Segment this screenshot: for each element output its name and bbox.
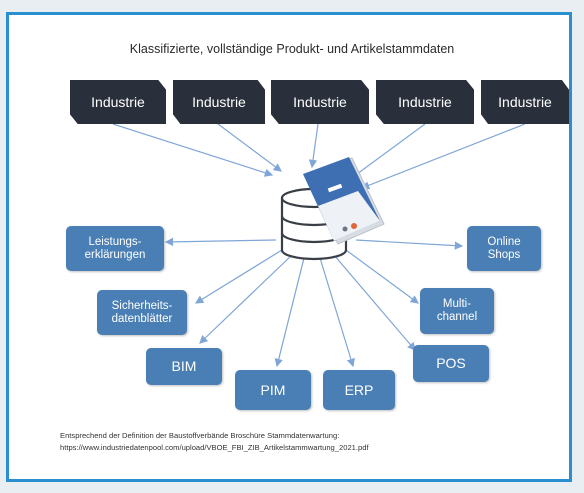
- arrow-online-shops: [355, 239, 464, 250]
- arrow-industrie-4: [352, 123, 426, 178]
- arrow-pos: [333, 254, 416, 351]
- industrie-box-5: Industrie: [481, 80, 569, 124]
- box-pim: PIM: [235, 370, 311, 410]
- industrie-label: Industrie: [91, 94, 145, 110]
- brochure-icon: [303, 157, 385, 245]
- box-label: POS: [436, 355, 466, 371]
- arrow-industrie-5: [360, 123, 526, 190]
- box-label: PIM: [260, 381, 286, 398]
- box-sicherheitsdatenblaetter: Sicherheits- datenblätter: [97, 290, 187, 335]
- arrow-erp: [319, 257, 355, 368]
- arrow-leistungs: [164, 237, 277, 247]
- source-note: Entsprechend der Definition der Baustoff…: [60, 430, 560, 454]
- arrow-industrie-3: [308, 123, 319, 169]
- box-label: BIM: [171, 358, 197, 374]
- industrie-label: Industrie: [192, 94, 246, 110]
- industrie-label: Industrie: [293, 94, 347, 110]
- arrow-multichannel: [345, 249, 419, 304]
- arrow-pim: [274, 257, 305, 368]
- industrie-box-1: Industrie: [70, 80, 166, 124]
- box-leistungserklaerungen: Leistungs- erklärungen: [66, 226, 164, 271]
- industrie-box-4: Industrie: [376, 80, 474, 124]
- box-pos: POS: [413, 345, 489, 382]
- industrie-box-3: Industrie: [271, 80, 369, 124]
- box-label: Leistungs- erklärungen: [84, 235, 146, 261]
- arrow-industrie-1: [112, 123, 274, 177]
- box-label: Online Shops: [487, 235, 521, 261]
- box-label: ERP: [344, 381, 374, 398]
- industrie-box-2: Industrie: [173, 80, 265, 124]
- arrow-bim: [199, 254, 293, 344]
- arrow-industrie-2: [217, 123, 282, 172]
- source-url: https://www.industriedatenpool.com/uploa…: [60, 443, 369, 452]
- box-bim: BIM: [146, 348, 222, 385]
- box-online-shops: Online Shops: [467, 226, 541, 271]
- arrow-sicherheits: [194, 249, 283, 304]
- industrie-label: Industrie: [398, 94, 452, 110]
- source-note-line-1: Entsprechend der Definition der Baustoff…: [60, 431, 340, 440]
- box-label: Multi- channel: [436, 298, 478, 323]
- box-label: Sicherheits- datenblätter: [111, 299, 173, 325]
- industrie-label: Industrie: [498, 94, 552, 110]
- box-erp: ERP: [323, 370, 395, 410]
- diagram-title: Klassifizierte, vollständige Produkt- un…: [129, 42, 455, 56]
- box-multichannel: Multi- channel: [420, 288, 494, 334]
